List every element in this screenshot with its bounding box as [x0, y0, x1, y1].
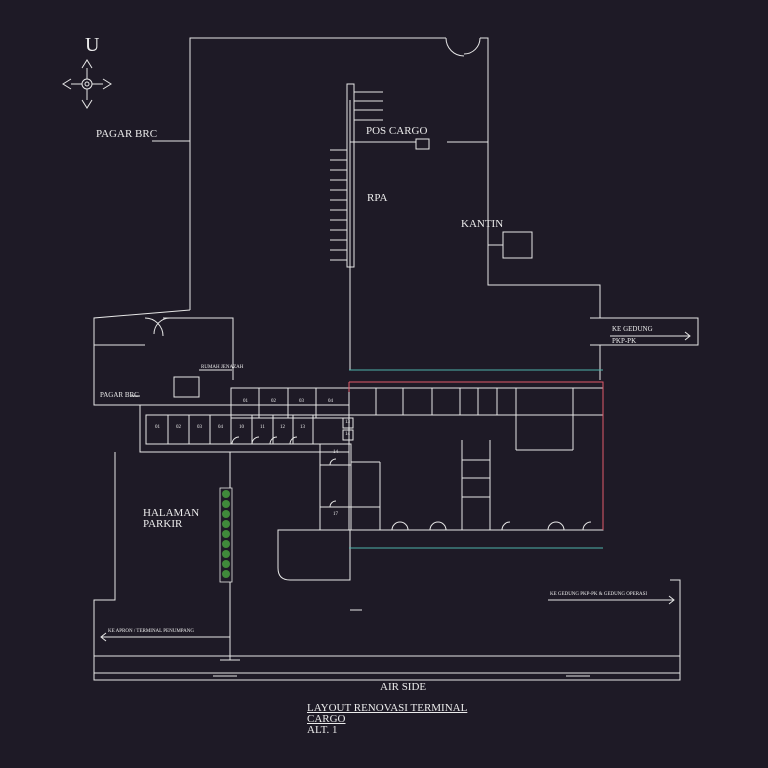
rumah-jenazah-block [173, 376, 200, 398]
site-boundary [189, 37, 446, 310]
rumah-jenazah-label: RUMAH JENAZAH [201, 365, 244, 370]
room-label: 01 [243, 399, 248, 404]
pagar-brc-bottom-label: PAGAR BRC [100, 391, 139, 399]
ke-gedung-operasi-label: KE GEDUNG PKP-PK & GEDUNG OPERASI [550, 592, 648, 597]
room-label: 13 [345, 420, 350, 425]
rpa-spine [346, 83, 355, 268]
room-label: 12 [280, 425, 285, 430]
drawing-title-line-2: CARGO [307, 713, 346, 725]
drawing-title-line-3: ALT. 1 [307, 724, 338, 736]
room-label: 17 [333, 512, 338, 517]
terminal-building [348, 387, 604, 531]
room-dividers [167, 388, 317, 444]
room-label: 14 [333, 450, 338, 455]
pos-cargo-label: POS CARGO [366, 125, 428, 137]
room-label: 04 [218, 425, 223, 430]
rpa-label: RPA [367, 192, 388, 204]
room-label: 01 [155, 425, 160, 430]
room-label: 14 [345, 432, 350, 437]
air-side-label: AIR SIDE [380, 681, 427, 693]
room-label: 13 [300, 425, 305, 430]
ke-gedung-label-2: PKP-PK [612, 337, 637, 345]
room-label: 10 [239, 425, 244, 430]
compass-arrows-icon [62, 59, 112, 109]
room-label: 02 [176, 425, 181, 430]
room-label: 04 [328, 399, 333, 404]
room-label: 03 [299, 399, 304, 404]
pagar-brc-top-label: PAGAR BRC [96, 128, 158, 140]
room-label: 11 [260, 425, 265, 430]
kantin-block [502, 231, 533, 259]
parking-plaza [277, 529, 351, 581]
room-label: 02 [271, 399, 276, 404]
drawing-title-line-1: LAYOUT RENOVASI TERMINAL [307, 702, 468, 714]
kantin-label: KANTIN [461, 218, 504, 230]
ke-gedung-label-1: KE GEDUNG [612, 325, 653, 333]
halaman-parkir-label-1: HALAMAN [143, 507, 200, 519]
north-letter: U [85, 34, 100, 56]
rpa-ticks [330, 91, 383, 261]
ke-apron-label: KE APRON / TERMINAL PENUMPANG [108, 629, 194, 634]
room-label: 03 [197, 425, 202, 430]
pos-cargo-booth [415, 138, 430, 150]
halaman-parkir-label-2: PARKIR [143, 518, 183, 530]
drawing-title-block: LAYOUT RENOVASI TERMINAL CARGO ALT. 1 [307, 703, 467, 736]
